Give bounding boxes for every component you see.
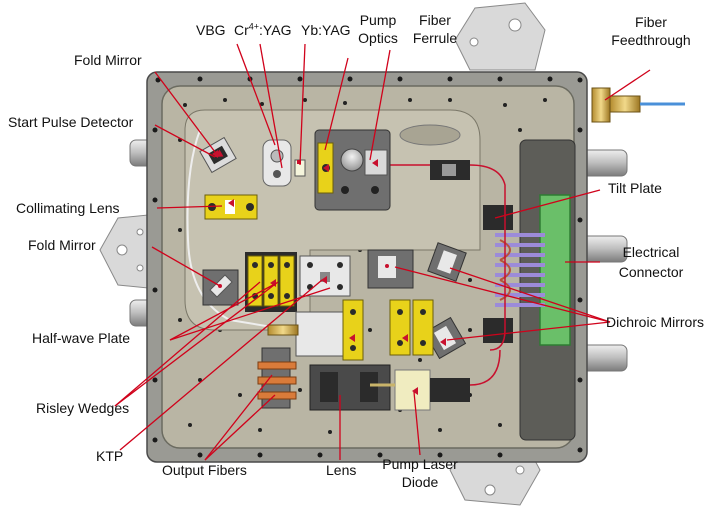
- lens-bench: [310, 365, 390, 410]
- label-electrical-connector-2: Connector: [606, 264, 696, 281]
- tilt-plate-clamp-low: [483, 318, 513, 343]
- mounting-flange-top: [455, 3, 545, 70]
- label-ktp: KTP: [96, 448, 123, 465]
- label-pump-laser-diode-2: Diode: [375, 474, 465, 491]
- label-pump-optics-1: Pump: [353, 12, 403, 29]
- label-lens: Lens: [326, 462, 356, 479]
- label-cr-yag-prefix: Cr: [234, 22, 249, 38]
- vbg-mount: [263, 140, 291, 186]
- dichroic-mirror-center: [368, 250, 413, 288]
- fiber-ferrule-clamp: [430, 160, 470, 180]
- label-yb-yag: Yb:YAG: [301, 22, 351, 39]
- label-collimating-lens: Collimating Lens: [16, 200, 120, 217]
- label-cr-yag-suffix: :YAG: [259, 22, 291, 38]
- label-fiber-feedthrough-1: Fiber: [606, 14, 696, 31]
- label-pump-laser-diode-1: Pump Laser: [375, 456, 465, 473]
- label-half-wave-plate: Half-wave Plate: [32, 330, 130, 347]
- label-fiber-feedthrough-2: Feedthrough: [606, 32, 696, 49]
- electrical-connector: [540, 195, 570, 345]
- label-output-fibers: Output Fibers: [162, 462, 247, 479]
- collimating-lens-mount: [205, 195, 257, 219]
- label-pump-optics-2: Optics: [353, 30, 403, 47]
- fiber-feedthrough: [592, 88, 685, 122]
- label-risley-wedges: Risley Wedges: [36, 400, 129, 417]
- label-vbg: VBG: [196, 22, 226, 39]
- fold-mirror-mid: [203, 270, 238, 305]
- label-fold-mirror-mid: Fold Mirror: [28, 237, 96, 254]
- label-dichroic-mirrors: Dichroic Mirrors: [606, 314, 704, 331]
- output-fibers: [258, 348, 296, 408]
- label-cr-yag-sup: 4+: [249, 21, 259, 31]
- bench-slot: [400, 125, 460, 145]
- label-electrical-connector-1: Electrical: [606, 244, 696, 261]
- label-fold-mirror-top: Fold Mirror: [74, 52, 142, 69]
- label-cr-yag: Cr4+:YAG: [234, 22, 291, 39]
- label-tilt-plate: Tilt Plate: [608, 180, 662, 197]
- label-fiber-ferrule-2: Ferrule: [405, 30, 465, 47]
- label-fiber-ferrule-1: Fiber: [405, 12, 465, 29]
- label-start-pulse-detector: Start Pulse Detector: [8, 114, 133, 131]
- risley-wedges-block: [245, 252, 297, 312]
